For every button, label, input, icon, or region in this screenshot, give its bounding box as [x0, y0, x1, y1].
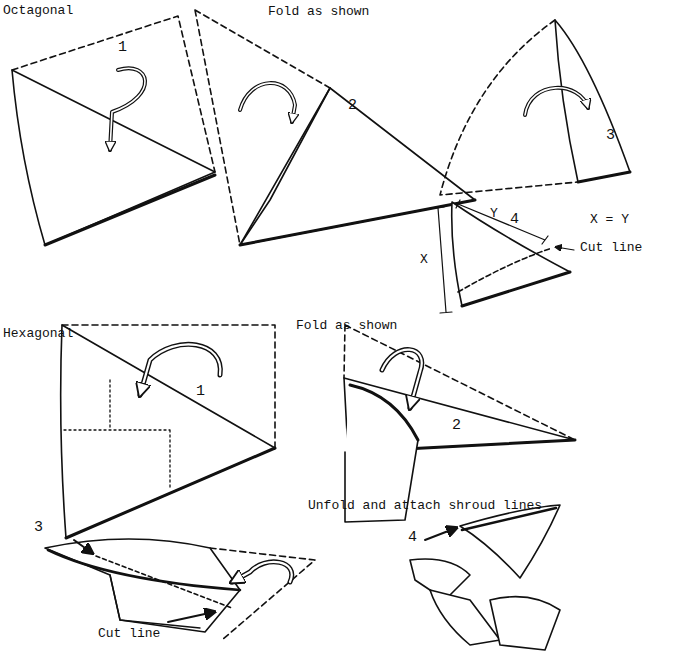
step-number: 3 — [606, 128, 615, 143]
step-number: 4 — [510, 212, 519, 227]
cut-line-label: Cut line — [580, 240, 642, 255]
dimension-label: Y — [490, 206, 498, 221]
cut-line-label: Cut line — [98, 626, 160, 641]
step-number: 1 — [118, 40, 127, 55]
instruction-label: Unfold and attach shroud lines — [308, 498, 542, 513]
instruction-label: Fold as shown — [296, 318, 397, 333]
step-number: 4 — [408, 530, 417, 545]
heading-label: Hexagonal — [3, 326, 73, 341]
hexagonal-step-2 — [344, 325, 575, 522]
step-number: 2 — [348, 98, 357, 113]
step-number: 3 — [34, 520, 43, 535]
octagonal-step-4 — [432, 200, 574, 313]
heading-label: Octagonal — [3, 3, 73, 18]
hexagonal-step-1 — [61, 325, 275, 538]
octagonal-step-2 — [195, 10, 475, 245]
hexagonal-step-3 — [45, 539, 315, 640]
step-number: 1 — [196, 384, 205, 399]
step-number: 2 — [452, 418, 461, 433]
equation-label: X = Y — [590, 212, 629, 227]
octagonal-step-1 — [12, 16, 215, 245]
dimension-label: X — [420, 252, 428, 267]
hexagonal-step-4 — [410, 505, 560, 650]
instruction-label: Fold as shown — [268, 4, 369, 19]
octagonal-step-3 — [440, 20, 630, 195]
